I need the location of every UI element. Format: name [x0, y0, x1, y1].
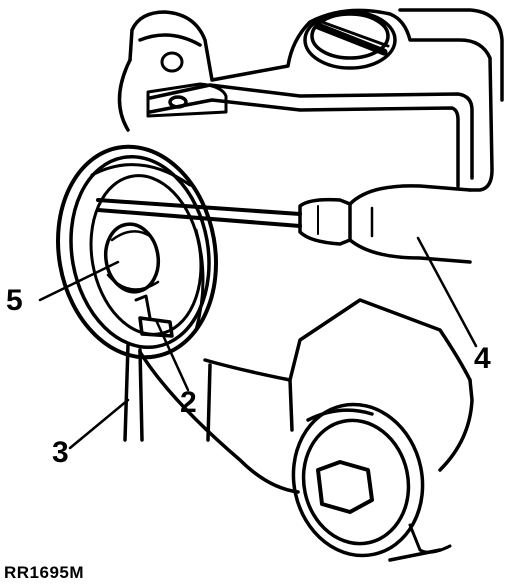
leader-2 [154, 318, 190, 392]
shaft-seal [134, 294, 174, 338]
callout-3: 3 [52, 436, 69, 469]
drift-tool [123, 343, 144, 442]
callout-4: 4 [474, 342, 491, 375]
screwdriver [96, 184, 472, 264]
fluid-pipe [146, 82, 474, 188]
callout-5: 5 [6, 284, 23, 317]
leader-lines [38, 236, 478, 450]
figure-reference-code: RR1695M [4, 563, 85, 582]
callout-2: 2 [180, 386, 197, 419]
leader-3 [68, 398, 130, 450]
leader-5 [38, 260, 120, 302]
filler-plug [303, 10, 397, 70]
input-shaft [103, 222, 161, 294]
lower-boss-with-nut [291, 402, 452, 562]
seal-housing [56, 144, 218, 360]
leader-4 [416, 236, 478, 348]
